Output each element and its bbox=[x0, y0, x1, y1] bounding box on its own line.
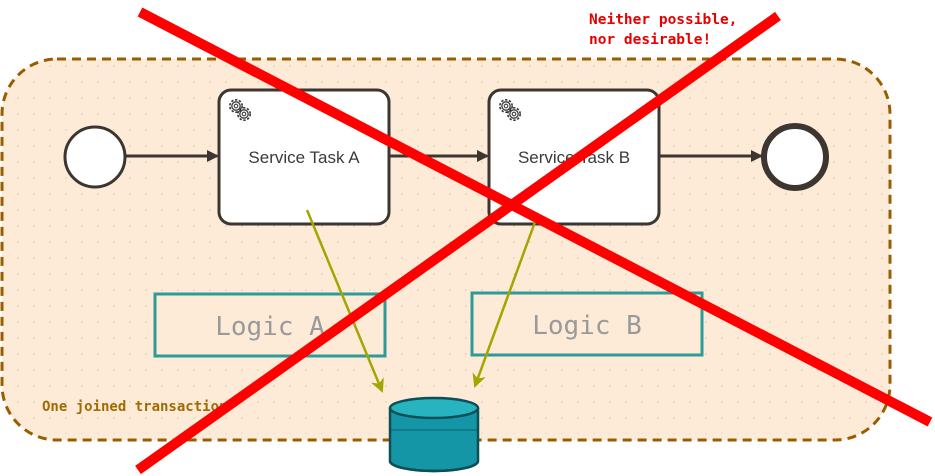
data-access-arrows bbox=[305, 209, 537, 393]
note-line-2: nor desirable! bbox=[589, 32, 711, 48]
transaction-label: One joined transaction bbox=[42, 399, 227, 415]
arrow-a-to-database bbox=[305, 209, 384, 393]
start-event-icon[interactable] bbox=[63, 125, 127, 189]
end-event-icon[interactable] bbox=[761, 123, 829, 191]
database-icon bbox=[388, 396, 480, 473]
logic-a-label: Logic A bbox=[215, 312, 325, 342]
logic-b-box: Logic B bbox=[470, 291, 704, 357]
note: Neither possible, nor desirable! bbox=[589, 12, 737, 48]
service-task-a-label: Service Task A bbox=[248, 148, 360, 167]
rejection-cross bbox=[135, 7, 933, 475]
service-task-a[interactable]: Service Task A bbox=[217, 88, 391, 226]
logic-b-label: Logic B bbox=[532, 311, 642, 341]
arrow-b-to-database bbox=[472, 221, 537, 388]
note-line-1: Neither possible, bbox=[589, 12, 737, 28]
